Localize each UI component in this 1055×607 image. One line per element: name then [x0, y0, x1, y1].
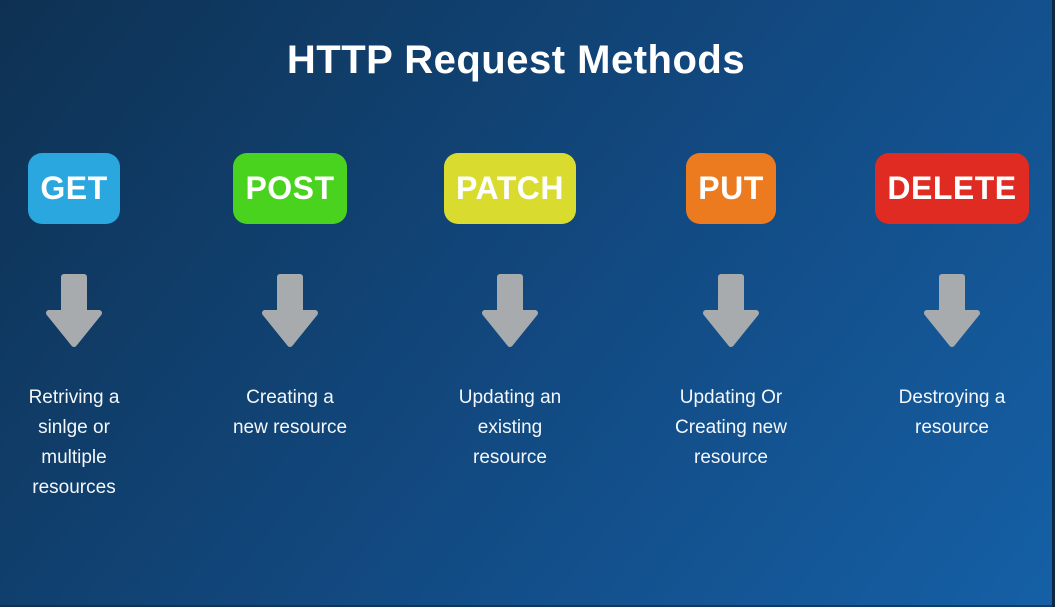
method-description: Updating Or Creating new resource	[675, 387, 787, 468]
method-badge-put: PUT	[686, 153, 776, 224]
down-arrow-icon	[924, 274, 980, 347]
down-arrow-icon	[46, 274, 102, 347]
method-description: Destroying a resource	[898, 387, 1006, 438]
method-description: Creating a new resource	[232, 387, 348, 438]
method-column-patch: PATCH Updating an existing resource	[400, 153, 620, 473]
page-title: HTTP Request Methods	[286, 38, 746, 82]
method-badge-get: GET	[28, 153, 120, 224]
method-description: Retriving a sinlge or multiple resources	[28, 387, 120, 498]
method-badge-delete: DELETE	[875, 153, 1029, 224]
method-column-delete: DELETE Destroying a resource	[842, 153, 1055, 443]
method-description: Updating an existing resource	[458, 387, 562, 468]
down-arrow-icon	[482, 274, 538, 347]
method-column-post: POST Creating a new resource	[180, 153, 400, 443]
down-arrow-icon	[703, 274, 759, 347]
canvas-right-edge	[1052, 0, 1055, 607]
method-badge-post: POST	[233, 153, 347, 224]
method-badge-patch: PATCH	[444, 153, 576, 224]
method-column-put: PUT Updating Or Creating new resource	[621, 153, 841, 473]
canvas-bottom-edge	[0, 605, 1055, 607]
down-arrow-icon	[262, 274, 318, 347]
method-column-get: GET Retriving a sinlge or multiple resou…	[0, 153, 184, 503]
